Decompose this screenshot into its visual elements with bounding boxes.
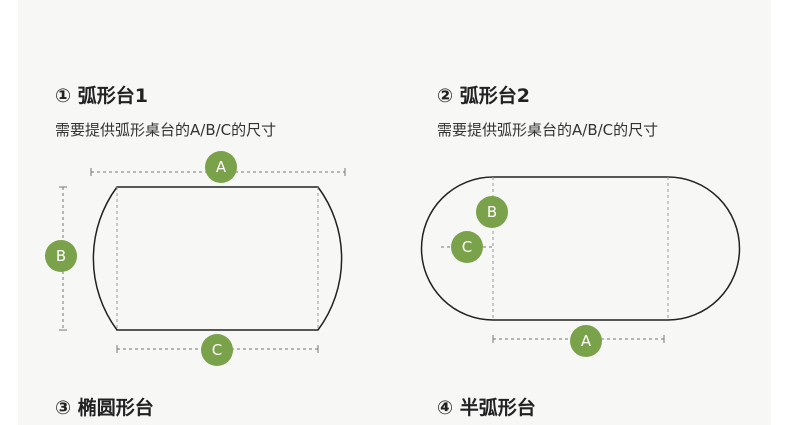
arc-table-1-outline bbox=[92, 186, 343, 331]
marker-b-label: B bbox=[56, 247, 66, 265]
arc-table-2-outline bbox=[420, 176, 741, 321]
marker-a2-label: A bbox=[581, 332, 592, 350]
arc-table-1-diagram: A B C bbox=[45, 151, 346, 366]
background-panel bbox=[18, 0, 771, 425]
marker-c2-label: C bbox=[462, 238, 472, 256]
section-3-title: ③ 椭圆形台 bbox=[55, 397, 154, 419]
section-2-subtitle: 需要提供弧形桌台的A/B/C的尺寸 bbox=[437, 121, 659, 139]
marker-c-circle bbox=[201, 334, 233, 366]
section-1-title: ① 弧形台1 bbox=[55, 85, 148, 107]
section-1-subtitle: 需要提供弧形桌台的A/B/C的尺寸 bbox=[55, 121, 277, 139]
marker-b2-circle bbox=[476, 196, 508, 228]
marker-c2-circle bbox=[451, 231, 483, 263]
marker-a2-circle bbox=[570, 325, 602, 357]
marker-a-circle bbox=[205, 151, 237, 183]
section-2-title: ② 弧形台2 bbox=[437, 85, 530, 107]
marker-a-label: A bbox=[216, 158, 227, 176]
section-4-title: ④ 半弧形台 bbox=[437, 397, 536, 419]
marker-b-circle bbox=[45, 240, 77, 272]
marker-b2-label: B bbox=[487, 203, 497, 221]
arc-table-2-diagram: B C A bbox=[420, 176, 741, 357]
marker-c-label: C bbox=[212, 341, 222, 359]
